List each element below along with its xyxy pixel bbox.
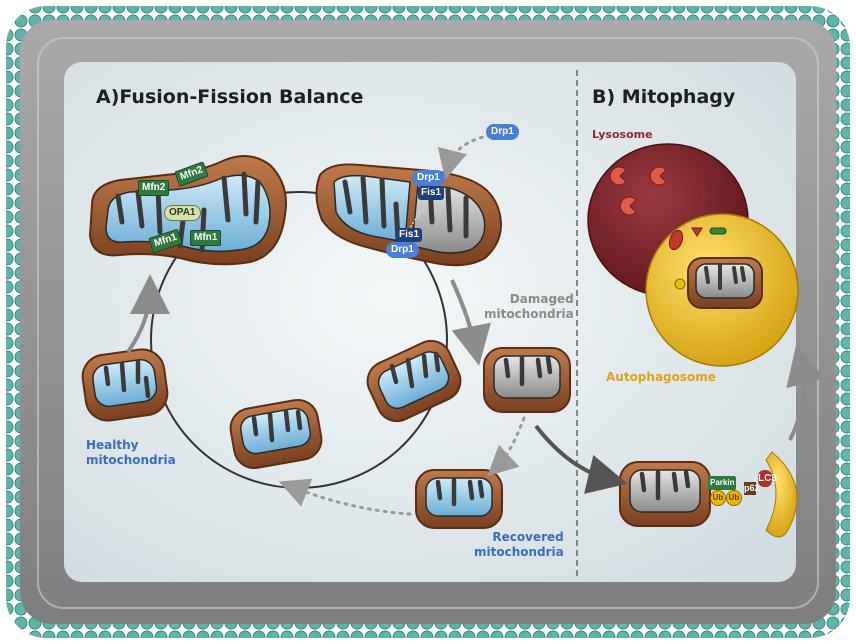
mfn1-tag-left: Mfn1 [148, 228, 184, 254]
recovered-mitochondria-label: Recovered mitochondria [474, 530, 564, 560]
drp1-free-tag: Drp1 [486, 124, 519, 140]
fis1-top-tag: Fis1 [418, 186, 445, 200]
p62-tag: p62 [744, 482, 760, 495]
lysosome-label: Lysosome [592, 128, 653, 141]
damaged-mitochondrion [483, 347, 571, 413]
recovered-mitochondrion [415, 469, 503, 529]
autophagosome-label: Autophagosome [606, 370, 716, 384]
fis1-bottom-tag: Fis1 [396, 228, 423, 242]
arrow-damaged-to-recovered [487, 416, 526, 477]
recovered-label-line1: Recovered [492, 530, 564, 544]
healthy-mitochondria-label: Healthy mitochondria [86, 438, 176, 468]
autolysosome-contents [668, 227, 763, 309]
ubiquitin-tag-2: Ub [726, 490, 742, 506]
arrow-healthy-to-fusion [126, 274, 170, 354]
lc3-tag: LC3 [758, 470, 777, 487]
drp1-bottom-tag: Drp1 [386, 242, 419, 258]
arrow-damaged-to-mitophagy [534, 424, 628, 494]
drp1-top-tag: Drp1 [412, 170, 445, 186]
cycling-mitochondrion-bottom [229, 398, 323, 470]
healthy-mitochondrion [81, 348, 169, 422]
fis1-link [409, 211, 421, 229]
dividing-mitochondrion [315, 163, 502, 267]
recovered-label-line2: mitochondria [474, 545, 564, 559]
arrow-to-autophagosome [786, 344, 826, 441]
cycling-mitochondrion-right [366, 339, 462, 423]
damaged-label-line2: mitochondria [484, 307, 574, 321]
mfn2-tag-left: Mfn2 [138, 180, 170, 196]
panel-b-title: B) Mitophagy [592, 86, 736, 108]
arrow-fission-to-damaged [450, 279, 491, 366]
inner-membrane-line [37, 37, 819, 609]
damaged-mitochondria-label: Damaged mitochondria [484, 292, 574, 322]
panel-a-title: A)Fusion-Fission Balance [96, 86, 364, 108]
phagophore-crescent [765, 451, 798, 538]
mfn2-tag-right: Mfn2 [174, 161, 210, 187]
mfn1-tag-right: Mfn1 [190, 230, 222, 246]
healthy-label-line1: Healthy [86, 438, 139, 452]
ubiquitin-tag-1: Ub [710, 490, 726, 506]
healthy-label-line2: mitochondria [86, 453, 176, 467]
tagged-damaged-mitochondrion [619, 461, 711, 527]
lysosomal-enzymes [609, 166, 667, 216]
parkin-tag: Parkin [708, 476, 737, 490]
opa1-tag: OPA1 [164, 205, 201, 221]
damaged-label-line1: Damaged [509, 292, 574, 306]
